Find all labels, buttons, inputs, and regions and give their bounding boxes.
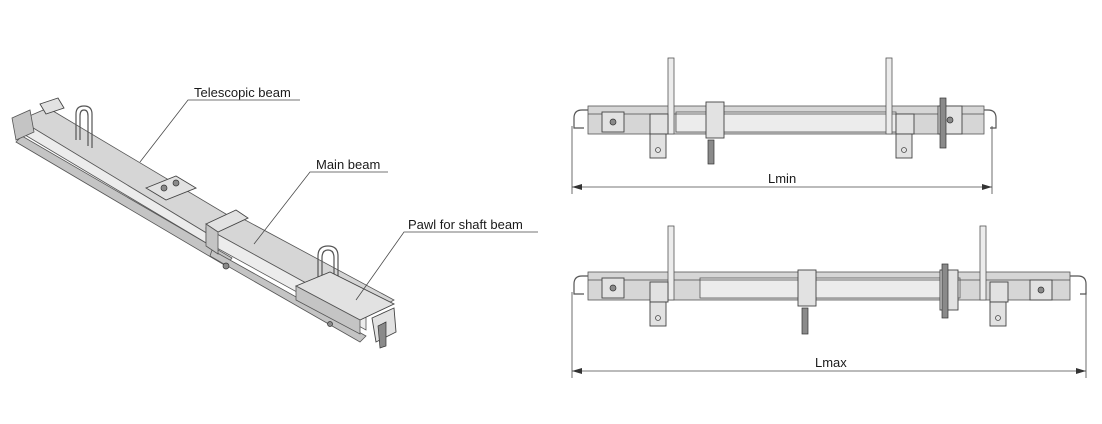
max-center-clamp — [797, 269, 817, 307]
isometric-beam-assembly — [11, 97, 397, 349]
min-left-hook — [573, 109, 600, 129]
pawl-hook — [377, 321, 387, 349]
dim-label-min: Lmin — [768, 171, 796, 186]
min-left-clamp-bolt — [609, 118, 617, 126]
min-center-clamp — [705, 101, 725, 139]
pawl-bolt — [327, 321, 333, 327]
min-right-tab — [895, 113, 915, 135]
leader-main-beam — [253, 171, 388, 245]
left-u-bolt — [75, 105, 93, 148]
elevation-min: Lmin — [571, 57, 997, 194]
min-left-tab — [649, 113, 669, 135]
right-u-bolt-inner — [321, 249, 335, 296]
max-right-clamp-bolt — [1037, 286, 1045, 294]
label-telescopic-beam: Telescopic beam — [194, 85, 291, 100]
min-left-hanger-hole — [655, 147, 661, 153]
max-left-tab — [649, 281, 669, 303]
max-rod-left — [667, 225, 675, 301]
min-left-hanger — [649, 133, 667, 159]
min-center-bolt — [707, 139, 715, 165]
max-right-hanger-hole — [995, 315, 1001, 321]
max-inner-beam — [699, 277, 961, 299]
max-dim-arrow-left — [572, 368, 582, 374]
max-center-bolt — [801, 307, 809, 335]
max-left-hanger — [649, 301, 667, 327]
telescopic-clamp-plate — [144, 175, 198, 201]
min-dim-arrow-right — [982, 184, 992, 190]
max-right-tab — [989, 281, 1009, 303]
max-left-hanger-hole — [655, 315, 661, 321]
max-dim-arrow-right — [1076, 368, 1086, 374]
telescopic-beam-top — [19, 107, 247, 241]
leader-telescopic-beam — [139, 99, 300, 163]
max-right-hanger — [989, 301, 1007, 327]
beam-collar-side — [205, 223, 219, 255]
min-dim-arrow-left — [572, 184, 582, 190]
max-right-hook — [1062, 275, 1087, 295]
min-rod-left — [667, 57, 675, 135]
max-right-mid-bolt — [941, 263, 949, 319]
max-left-clamp-bolt — [609, 284, 617, 292]
label-main-beam: Main beam — [316, 157, 380, 172]
min-right-hanger — [895, 133, 913, 159]
left-end-bracket — [11, 109, 35, 141]
elevation-max: Lmax — [571, 225, 1087, 378]
left-end-plate — [39, 97, 65, 115]
collar-bolt — [222, 262, 230, 270]
label-pawl: Pawl for shaft beam — [408, 217, 523, 232]
right-u-bolt — [317, 245, 339, 298]
min-right-clamp-bolt — [946, 116, 954, 124]
isometric-callouts: Telescopic beam Main beam Pawl for shaft… — [139, 85, 538, 301]
clamp-bolt-1 — [160, 184, 168, 192]
dim-label-max: Lmax — [815, 355, 847, 370]
clamp-bolt-2 — [172, 179, 180, 187]
min-right-hanger-hole — [901, 147, 907, 153]
min-right-bolt — [939, 97, 947, 149]
max-rod-right — [979, 225, 987, 301]
min-rod-right — [885, 57, 893, 135]
min-right-hook — [970, 109, 997, 129]
leader-pawl — [355, 231, 538, 301]
max-left-hook — [573, 275, 600, 295]
pawl-housing-side — [295, 285, 361, 335]
left-u-bolt-inner — [79, 109, 89, 146]
